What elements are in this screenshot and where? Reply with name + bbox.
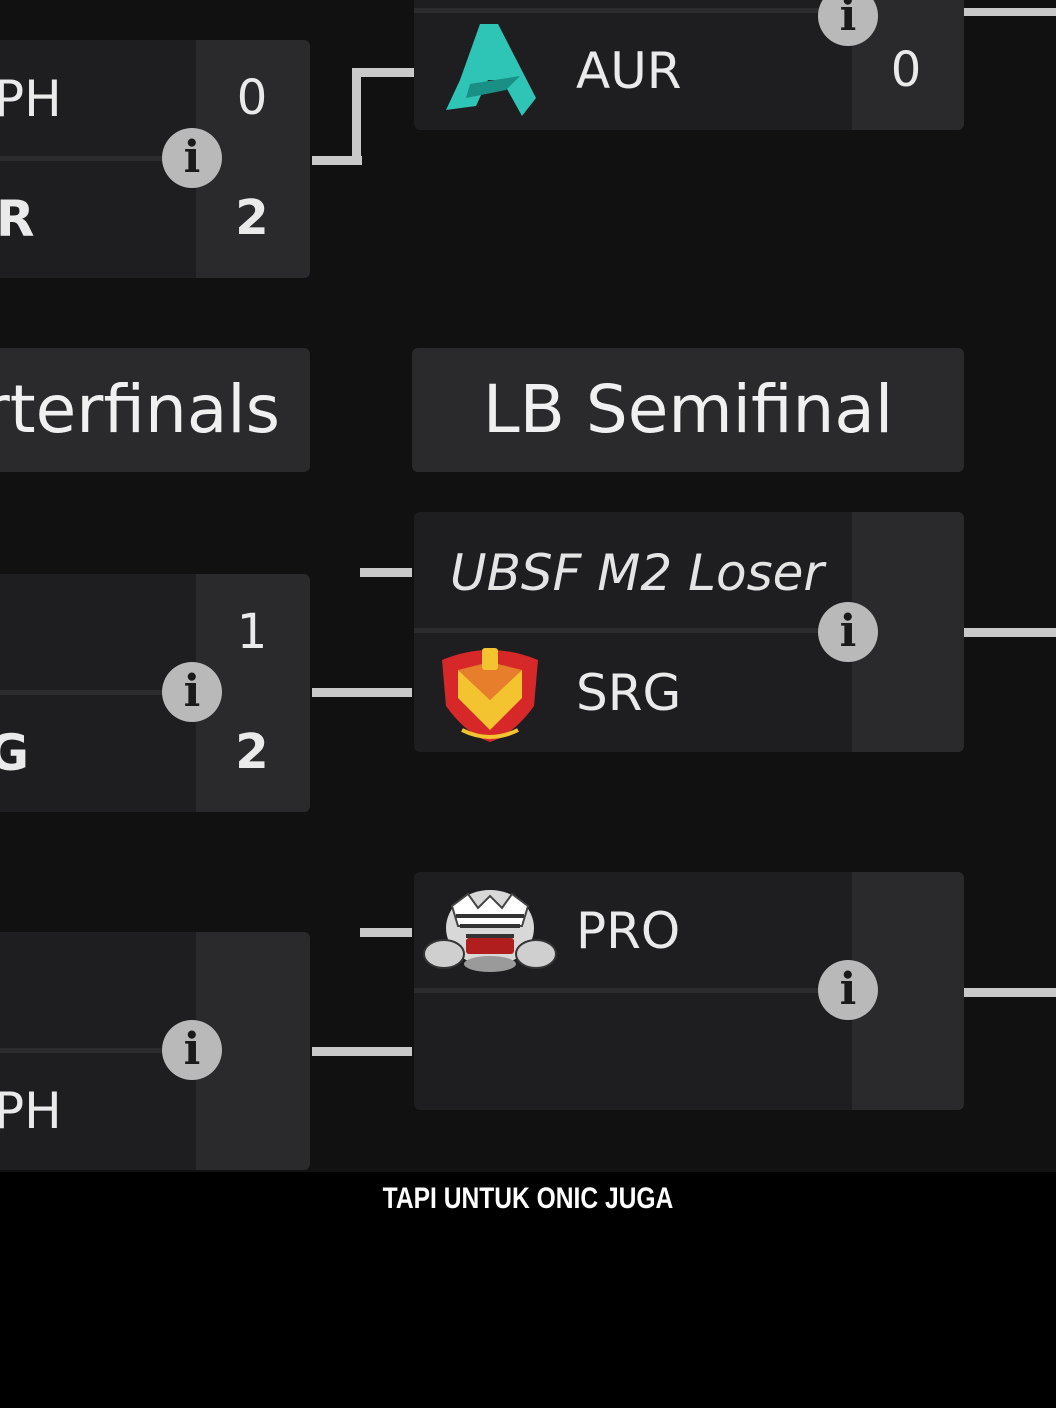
team-name-winner: G xyxy=(0,724,30,782)
score-team1: 0 xyxy=(236,70,268,126)
team-name-aur: AUR xyxy=(576,42,682,100)
team-name-pro: PRO xyxy=(576,902,681,960)
score-team2: 2 xyxy=(235,724,269,780)
match-info-icon[interactable]: i xyxy=(162,1020,222,1080)
connector-line xyxy=(964,628,1056,637)
connector-line xyxy=(352,68,361,165)
team-name-srg: SRG xyxy=(576,664,682,722)
slot-divider xyxy=(0,690,196,695)
connector-line xyxy=(360,928,412,937)
bracket-canvas: i AUR 0 PH 0 R 2 i rterfinals LB Semifin… xyxy=(0,0,1056,1172)
round-header-label: rterfinals xyxy=(0,371,280,448)
slot-divider xyxy=(414,628,852,633)
match-card-qf-3[interactable] xyxy=(0,932,310,1170)
team-name-ph: PH xyxy=(0,70,62,128)
round-header-label: LB Semifinal xyxy=(482,371,894,448)
connector-line xyxy=(312,156,362,165)
selangor-crest-logo xyxy=(442,648,538,742)
connector-line xyxy=(312,688,412,697)
match-info-icon[interactable]: i xyxy=(818,0,878,46)
match-info-icon[interactable]: i xyxy=(818,960,878,1020)
connector-line xyxy=(964,8,1056,16)
match-info-icon[interactable]: i xyxy=(162,128,222,188)
team-name-ph: PH xyxy=(0,1082,62,1140)
score-team2: 2 xyxy=(235,190,269,246)
team-name-winner: R xyxy=(0,190,35,248)
connector-line xyxy=(964,988,1056,997)
slot-divider xyxy=(414,8,852,13)
slot-divider xyxy=(0,156,196,161)
connector-line xyxy=(312,1047,412,1056)
slot-placeholder-ubsf-m2-loser: UBSF M2 Loser xyxy=(450,544,824,602)
aurora-logo xyxy=(446,24,536,116)
score-aur: 0 xyxy=(890,42,922,98)
match-info-icon[interactable]: i xyxy=(162,662,222,722)
video-caption: TAPI UNTUK ONIC JUGA xyxy=(382,1182,674,1215)
match-card-qf-2[interactable] xyxy=(0,574,310,812)
round-header-lb-semifinal: LB Semifinal xyxy=(412,348,964,472)
slot-divider xyxy=(414,988,852,993)
round-header-quarterfinals: rterfinals xyxy=(0,348,310,472)
slot-divider xyxy=(0,1048,196,1053)
match-card-qf-1[interactable] xyxy=(0,40,310,278)
connector-line xyxy=(352,68,414,77)
score-team1: 1 xyxy=(236,604,268,660)
connector-line xyxy=(360,568,412,577)
match-info-icon[interactable]: i xyxy=(818,602,878,662)
pro-tiger-logo xyxy=(423,890,557,972)
